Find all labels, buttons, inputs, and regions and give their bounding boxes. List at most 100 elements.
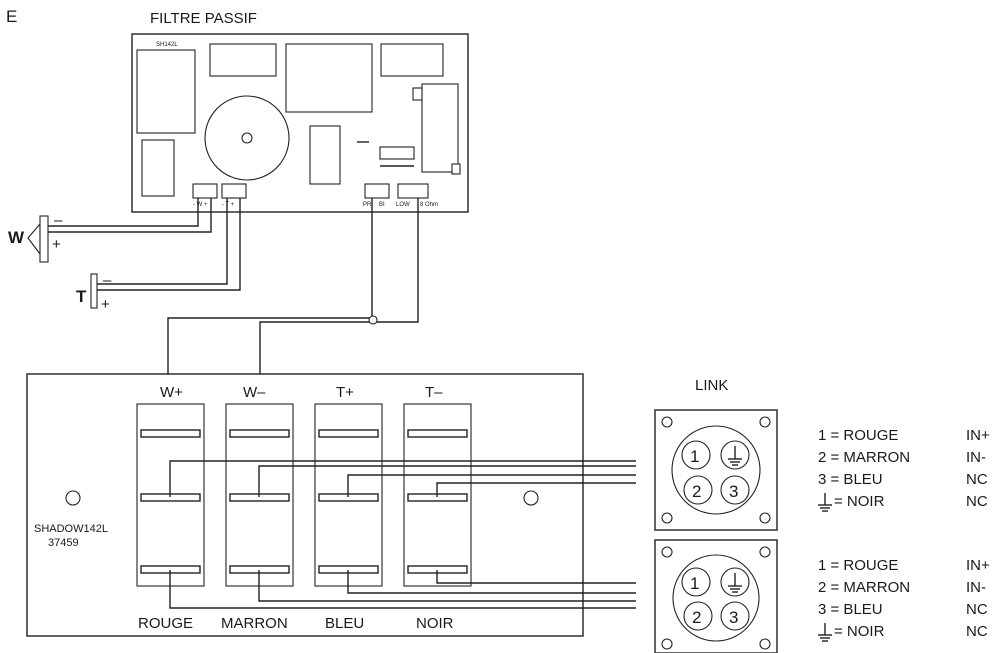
socket-screw: [759, 638, 771, 650]
color-label-noir: NOIR: [416, 615, 454, 632]
terminal-bar: [407, 429, 468, 438]
input-terminal-label: BI: [379, 202, 385, 208]
legend-key: = NOIR: [834, 623, 885, 640]
link-legend-lower: 1 = ROUGE IN+ 2 = MARRON IN- 3 = BLEU NC…: [818, 557, 990, 642]
woofer-cone: [27, 222, 41, 256]
legend-key: 2 = MARRON: [818, 579, 910, 596]
terminal-label-w-minus: W–: [243, 384, 266, 401]
wire-junction: [368, 315, 378, 325]
pin-number: 2: [692, 482, 701, 501]
upper-link-wires: [169, 460, 636, 497]
socket-pin: [720, 475, 750, 505]
socket-pin: [720, 601, 750, 631]
pcb-component: [412, 87, 423, 101]
legend-key: 1 = ROUGE: [818, 427, 898, 444]
socket-screw: [661, 546, 673, 558]
legend-key: 3 = BLEU: [818, 601, 883, 618]
socket-ring: [672, 554, 760, 642]
legend-value: IN-: [966, 449, 986, 466]
terminal-bar: [229, 429, 290, 438]
link-title: LINK: [695, 377, 728, 394]
pcb-component: [380, 43, 444, 77]
terminal-bar: [140, 429, 201, 438]
input-terminal-label: 8 Ohm: [420, 202, 438, 208]
color-label-bleu: BLEU: [325, 615, 364, 632]
tweeter-minus: –: [103, 272, 112, 289]
tweeter-body: [90, 273, 98, 309]
ground-icon: [728, 573, 742, 593]
input-terminal-label: LOW: [396, 202, 410, 208]
input-terminal: [364, 183, 390, 199]
socket-screw: [661, 416, 673, 428]
terminal-box-outline: [26, 373, 584, 637]
socket-screw: [759, 546, 771, 558]
lower-link-wires: [169, 570, 636, 609]
color-label-marron: MARRON: [221, 615, 288, 632]
pin-number: 1: [690, 574, 699, 593]
socket-ring: [671, 425, 761, 515]
terminal-box: SHADOW142L 37459 W+ W– T+ T– ROUGE MARRO…: [26, 373, 584, 637]
pin-number: 3: [729, 608, 738, 627]
pcb-component: [285, 43, 373, 113]
socket-pin: [683, 475, 713, 505]
pin-number: 2: [692, 608, 701, 627]
woofer-magnet: [39, 215, 49, 263]
tweeter-plus: +: [101, 296, 110, 313]
terminal-label-w-plus: W+: [160, 384, 183, 401]
socket-screw: [759, 416, 771, 428]
tweeter-driver: T – +: [76, 272, 112, 313]
link-legend-upper: 1 = ROUGE IN+ 2 = MARRON IN- 3 = BLEU NC…: [818, 427, 990, 512]
terminal-bar: [318, 429, 379, 438]
legend-value: IN+: [966, 557, 990, 574]
ground-icon: [818, 493, 832, 512]
filter-title: FILTRE PASSIF: [150, 10, 257, 27]
woofer-driver: W – +: [8, 212, 63, 263]
inductor-core: [241, 132, 253, 144]
terminal-label-t-plus: T+: [336, 384, 354, 401]
socket-screw: [661, 512, 673, 524]
pcb-header: [379, 146, 415, 160]
color-label-rouge: ROUGE: [138, 615, 193, 632]
legend-key: 2 = MARRON: [818, 449, 910, 466]
pcb-component: [309, 125, 341, 185]
woofer-minus: –: [54, 212, 63, 229]
box-serial: 37459: [48, 537, 79, 549]
pcb-component: [421, 83, 459, 173]
mounting-hole: [65, 490, 81, 506]
legend-value: IN+: [966, 427, 990, 444]
legend-value: NC: [966, 493, 988, 510]
woofer-terminal: [192, 183, 218, 199]
input-terminal-label: PR: [363, 202, 372, 208]
legend-value: NC: [966, 471, 988, 488]
legend-value: NC: [966, 601, 988, 618]
legend-key: 3 = BLEU: [818, 471, 883, 488]
passive-filter: FILTRE PASSIF SH142L - W + - T + PR BI L…: [131, 10, 469, 213]
socket-pin: [683, 601, 713, 631]
socket-screw: [661, 638, 673, 650]
figure-letter: E: [6, 7, 17, 26]
tweeter-terminal-label: - T +: [222, 202, 235, 208]
socket-pin: [681, 440, 711, 470]
pcb-component: [451, 163, 461, 175]
tweeter-letter: T: [76, 287, 87, 306]
legend-key: = NOIR: [834, 493, 885, 510]
ground-icon: [728, 446, 742, 466]
socket-screw: [759, 512, 771, 524]
woofer-plus: +: [52, 236, 61, 253]
legend-value: IN-: [966, 579, 986, 596]
pcb-component: [209, 43, 277, 77]
socket-pin: [681, 567, 711, 597]
legend-key: 1 = ROUGE: [818, 557, 898, 574]
pin-number: 1: [690, 447, 699, 466]
link-socket-lower: 1 2 3: [654, 539, 778, 653]
pin-number: 3: [729, 482, 738, 501]
ground-icon: [818, 623, 832, 642]
mounting-hole: [523, 490, 539, 506]
terminal-label-t-minus: T–: [425, 384, 443, 401]
pcb-component: [141, 139, 175, 197]
pcb-component: [136, 49, 196, 134]
woofer-terminal-label: - W +: [193, 202, 208, 208]
legend-value: NC: [966, 623, 988, 640]
box-model: SHADOW142L: [34, 523, 108, 535]
